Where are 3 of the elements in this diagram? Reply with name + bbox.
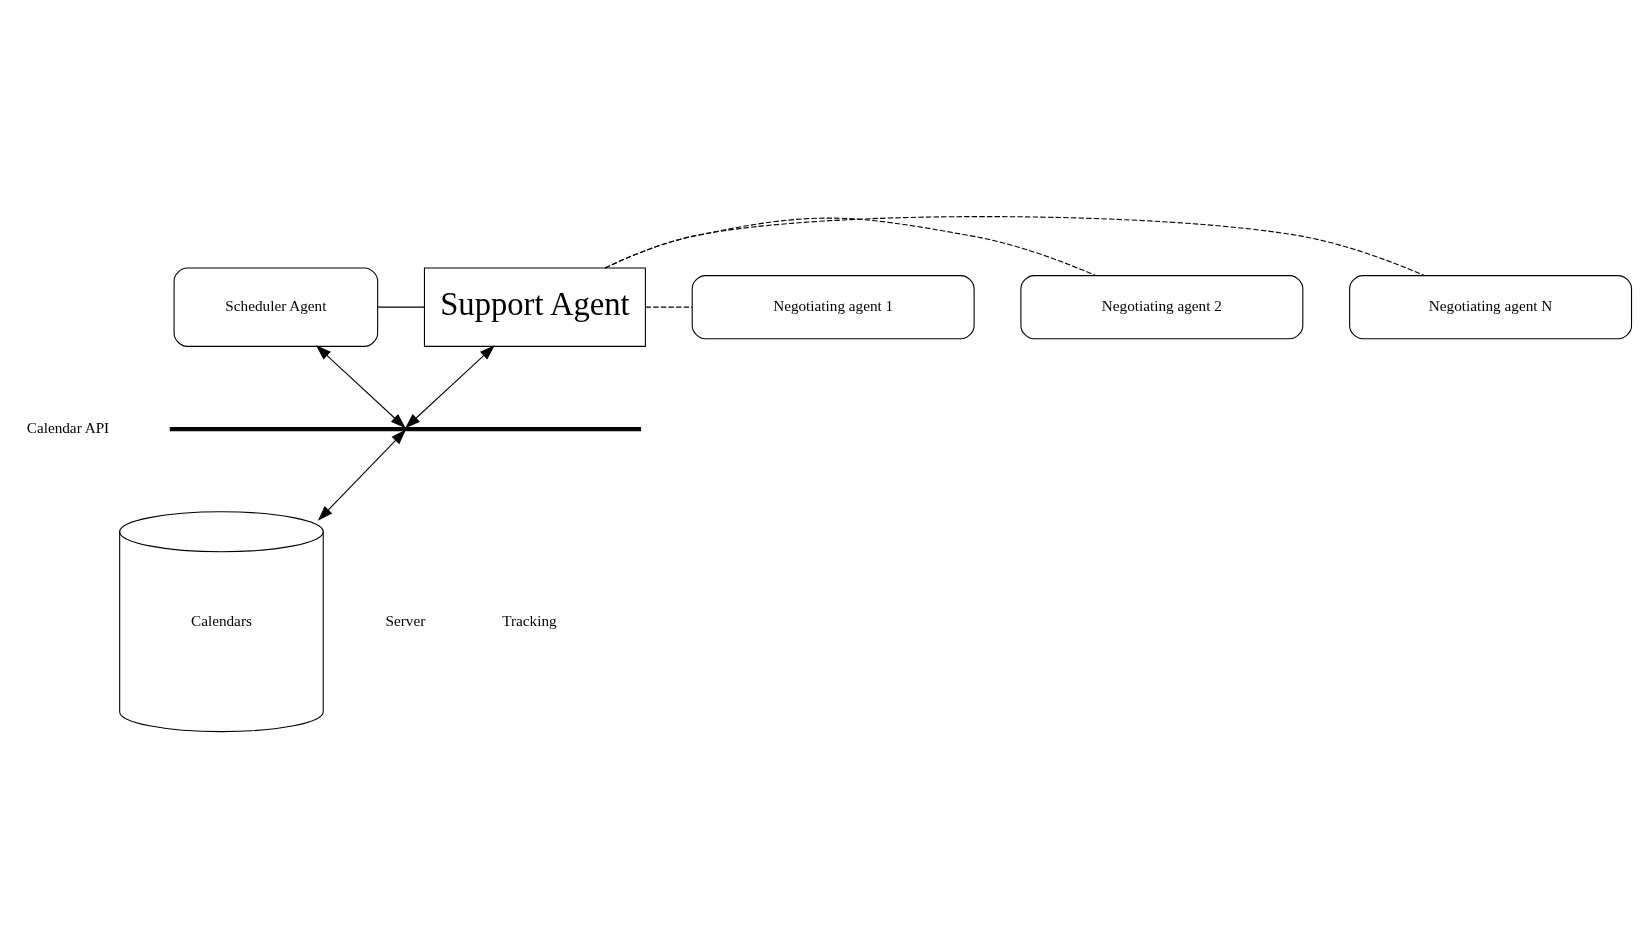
label: Calendar API	[26, 418, 110, 436]
label: Tracking	[502, 611, 557, 629]
label: Server	[385, 611, 426, 629]
